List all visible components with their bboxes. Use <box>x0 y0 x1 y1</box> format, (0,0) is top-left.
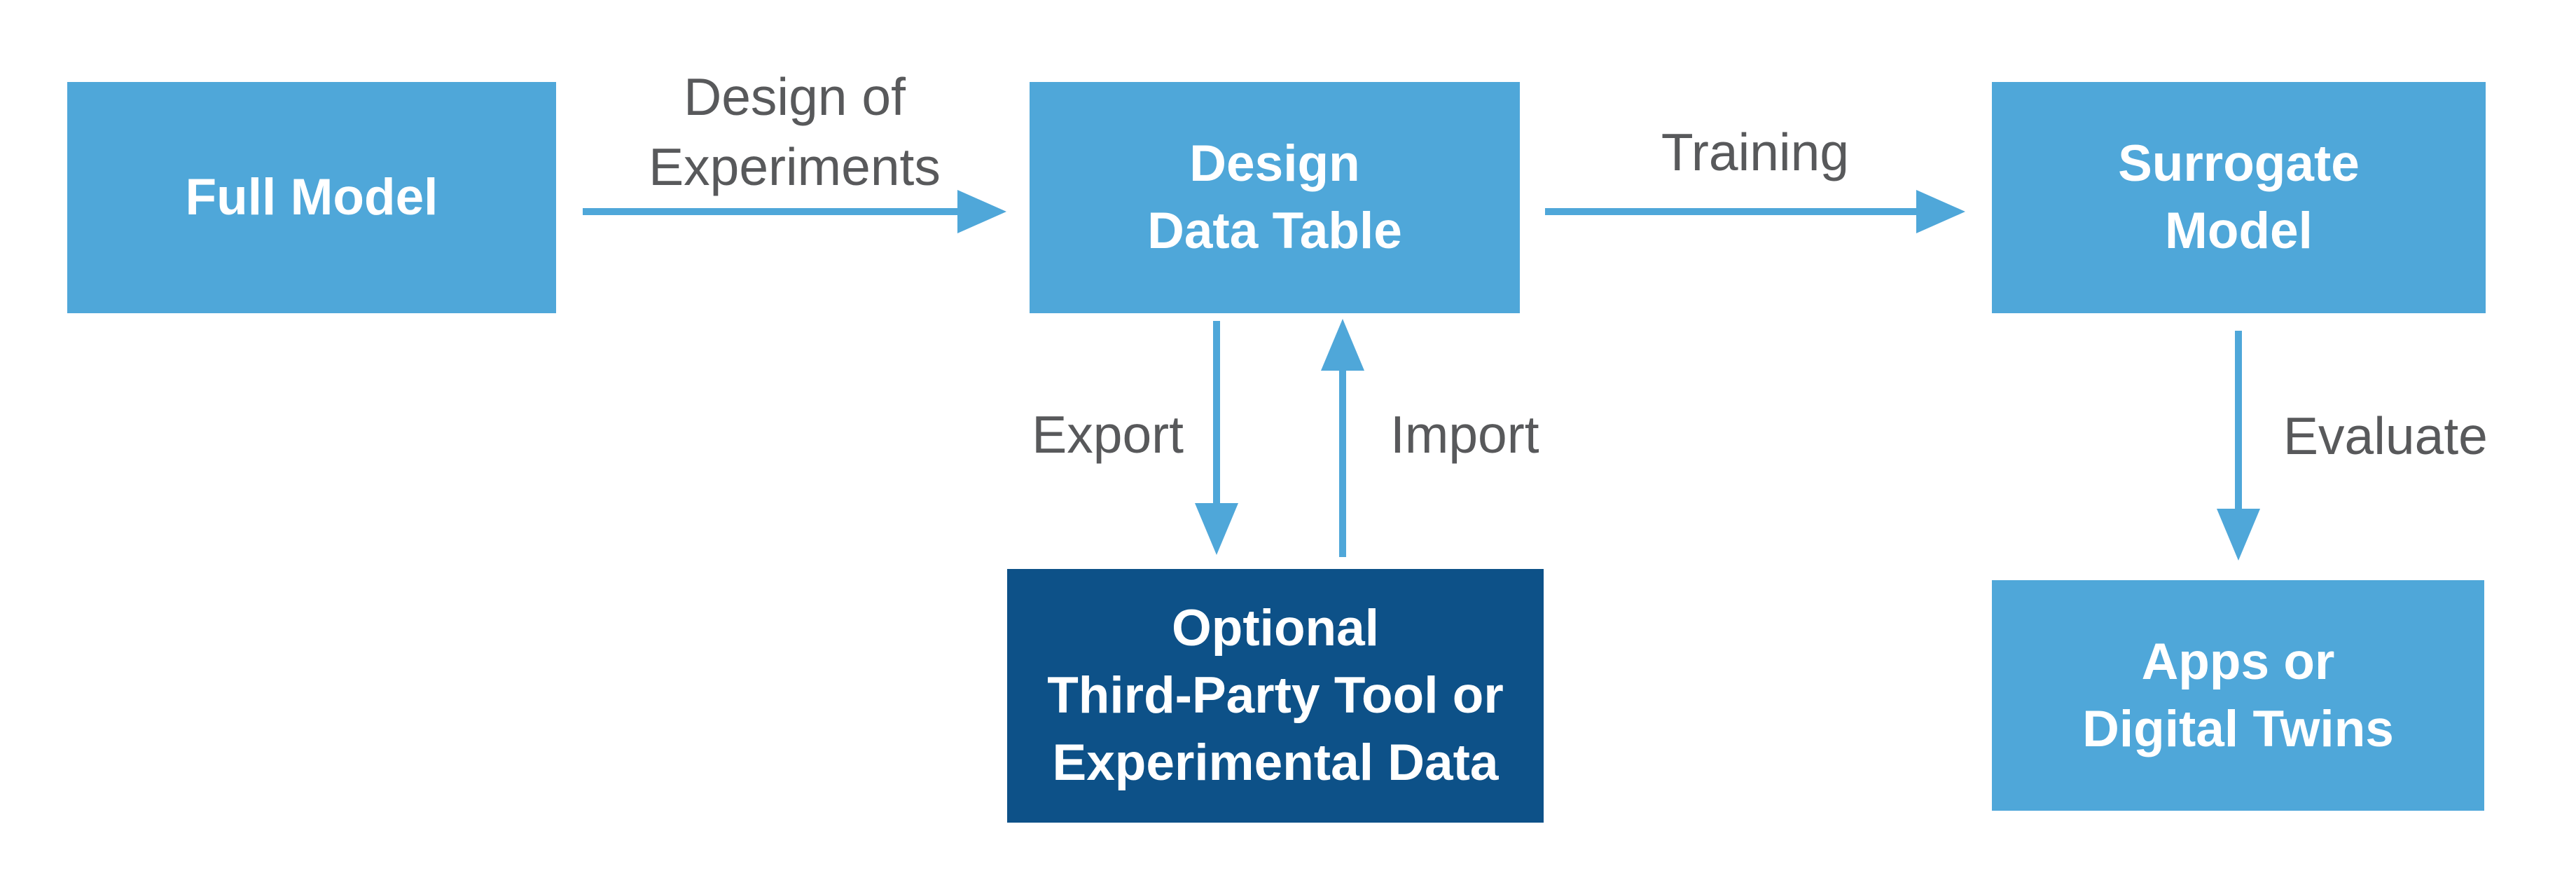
node-design-data-table: Design Data Table <box>1030 82 1520 313</box>
design-of-experiments-arrowhead-icon <box>957 190 1006 233</box>
import-label: Import <box>1390 405 1539 464</box>
evaluate-arrow-line <box>2235 331 2242 510</box>
evaluate-label: Evaluate <box>2283 406 2488 465</box>
design-of-experiments-arrow-line <box>583 208 957 215</box>
training-arrowhead-icon <box>1916 190 1965 233</box>
evaluate-arrowhead-icon <box>2217 509 2260 561</box>
import-arrow-line <box>1339 369 1346 557</box>
export-arrow-line <box>1213 321 1220 505</box>
training-label: Training <box>1661 123 1850 181</box>
export-label: Export <box>1032 405 1184 464</box>
node-apps-digital-twins: Apps or Digital Twins <box>1992 580 2484 811</box>
node-surrogate-model: Surrogate Model <box>1992 82 2486 313</box>
node-full-model: Full Model <box>67 82 556 313</box>
export-arrowhead-icon <box>1195 503 1238 555</box>
node-third-party-tool: Optional Third-Party Tool or Experimenta… <box>1007 569 1544 823</box>
training-arrow-line <box>1545 208 1916 215</box>
import-arrowhead-icon <box>1321 319 1364 371</box>
design-of-experiments-label: Design of Experiments <box>649 67 941 196</box>
